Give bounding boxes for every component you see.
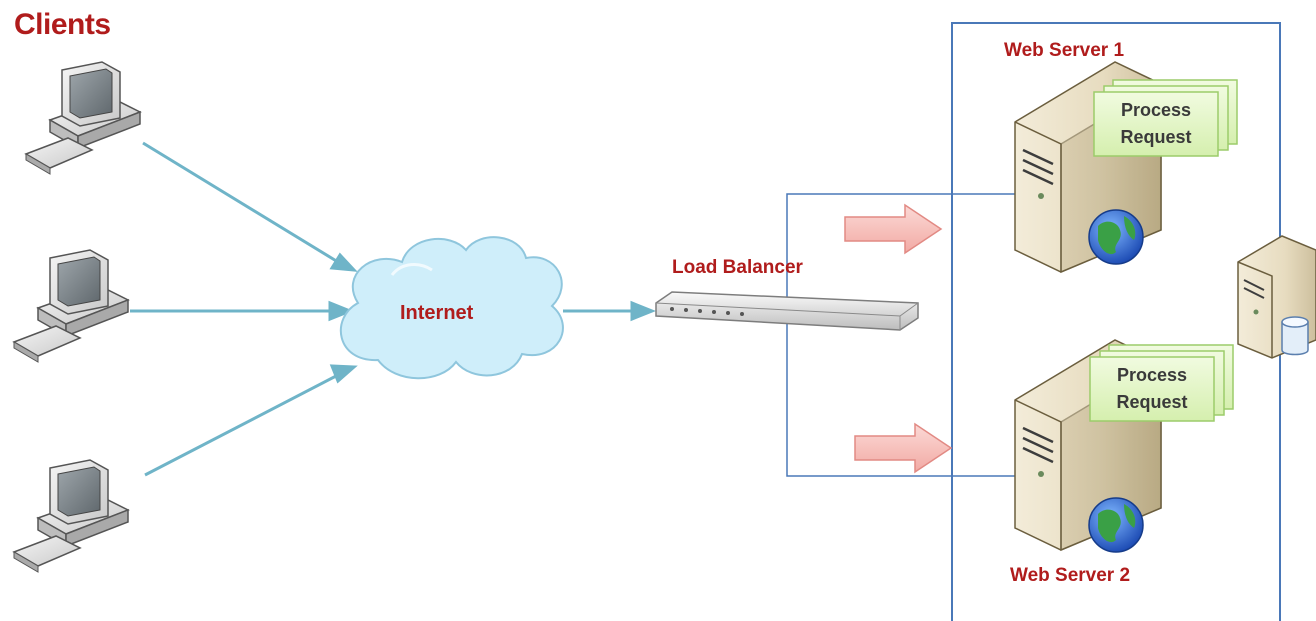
database-icon — [1281, 316, 1309, 356]
internet-label: Internet — [400, 302, 474, 324]
web-server-1-label: Web Server 1 — [1004, 40, 1125, 61]
process-request-note-1-text: Process Request — [1101, 97, 1211, 151]
client-computer-3 — [12, 459, 130, 573]
internet-cloud — [340, 236, 564, 380]
request-arrows — [844, 203, 953, 474]
client-arrows — [130, 141, 657, 477]
globe-icon — [1088, 209, 1144, 265]
note-2-line-2: Request — [1116, 392, 1188, 412]
globe-icon — [1088, 497, 1144, 553]
clients-title: Clients — [14, 8, 111, 41]
client-computer-1 — [24, 61, 142, 175]
process-request-note-2-text: Process Request — [1097, 362, 1207, 416]
process-request-note-2 — [1089, 344, 1234, 422]
process-request-note-1 — [1093, 79, 1238, 157]
note-1-line-1: Process — [1120, 100, 1192, 120]
note-2-line-1: Process — [1116, 365, 1188, 385]
load-balancer-label: Load Balancer — [672, 257, 803, 278]
client-computer-2 — [12, 249, 130, 363]
web-server-2-label: Web Server 2 — [1010, 565, 1131, 586]
load-balancer-device — [655, 291, 919, 331]
load-balancer-connectors — [786, 193, 1040, 477]
note-1-line-2: Request — [1120, 127, 1192, 147]
